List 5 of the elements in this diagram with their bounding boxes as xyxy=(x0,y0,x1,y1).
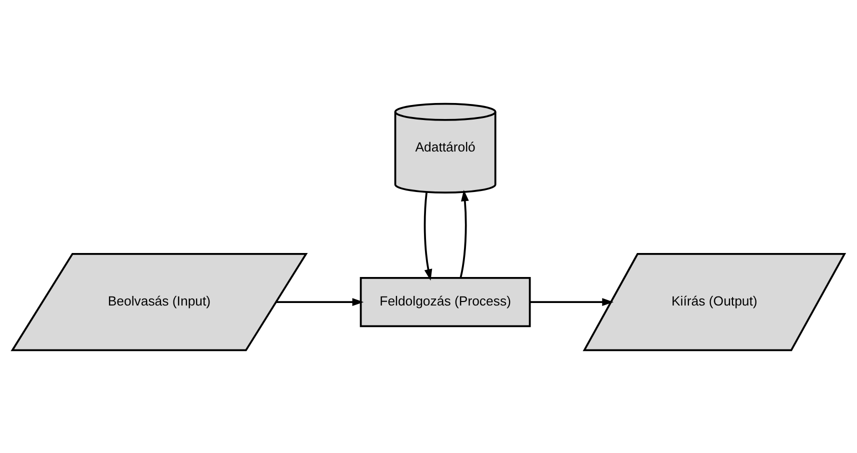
node-box: Feldolgozás (Process) xyxy=(360,276,531,327)
arrow xyxy=(530,298,614,306)
arrow xyxy=(424,192,432,280)
arrow xyxy=(276,298,364,306)
arrow xyxy=(460,189,469,278)
